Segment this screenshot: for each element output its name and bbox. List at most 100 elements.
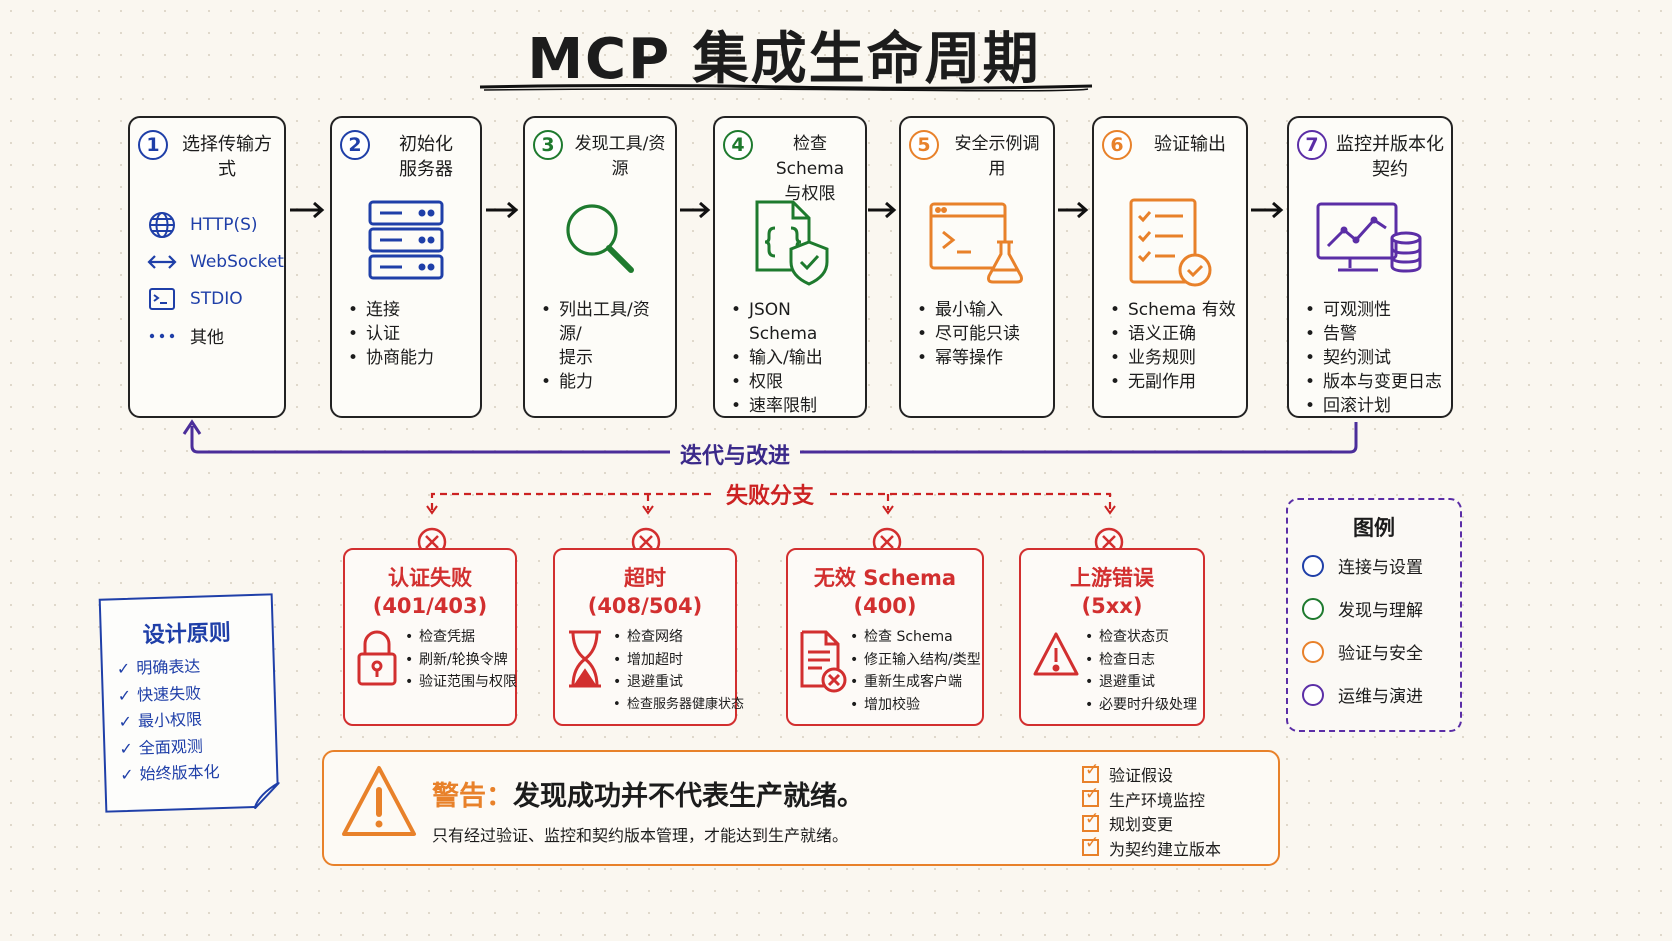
checkbox-checked-icon <box>1082 784 1099 808</box>
warning-headline-text: 发现成功并不代表生产就绪。 <box>513 781 864 812</box>
title-underline <box>479 84 1093 92</box>
list-item: 连接 <box>346 298 474 322</box>
warning-checklist: 验证假设 生产环境监控 规划变更 为契约建立版本 <box>1082 760 1222 860</box>
flow-arrow-icon <box>868 201 897 219</box>
check-label: 验证假设 <box>1109 766 1174 786</box>
failure-title: 超时 (408/504) <box>587 566 703 618</box>
principle-label: 最小权限 <box>137 709 203 731</box>
list-item: 检查状态页 <box>1085 626 1197 649</box>
step-7-number: 7 <box>1297 130 1327 160</box>
legend: 图例 连接与设置 发现与理解 验证与安全 运维与演进 <box>1286 498 1462 732</box>
list-item: 回滚计划 <box>1303 394 1445 418</box>
step-3-card: 3 发现工具/资源 列出工具/资源/ 提示 能力 <box>523 116 677 418</box>
check-label: 规划变更 <box>1109 815 1174 835</box>
step-6-bullets: Schema 有效 语义正确 业务规则 无副作用 <box>1108 298 1240 394</box>
failure-branch-label: 失败分支 <box>714 478 826 510</box>
design-principles-list: ✓明确表达 ✓快速失败 ✓最小权限 ✓全面观测 ✓始终版本化 <box>116 653 220 789</box>
legend-circle-icon <box>1302 597 1324 620</box>
page-title: MCP 集成生命周期 <box>527 27 1041 92</box>
flow-arrow-icon <box>1251 201 1284 219</box>
check-label: 生产环境监控 <box>1109 790 1206 810</box>
list-item: 认证 <box>346 322 474 346</box>
legend-title: 图例 <box>1353 516 1395 540</box>
list-item: 增加校验 <box>850 694 981 717</box>
step-5-number: 5 <box>909 130 939 160</box>
failure-title: 认证失败 (401/403) <box>372 566 488 618</box>
flow-arrow-icon <box>680 201 711 219</box>
step-4-number: 4 <box>723 130 753 160</box>
legend-circle-icon <box>1302 683 1324 706</box>
principle-label: 始终版本化 <box>139 762 220 784</box>
list-item: 规划变更 <box>1082 809 1221 836</box>
legend-label: 验证与安全 <box>1338 644 1423 664</box>
failure-invalid-schema-card: 无效 Schema (400) 检查 Schema 修正输入结构/类型 重新生成… <box>786 548 984 726</box>
list-item: 最小输入 <box>915 298 1047 322</box>
list-item: 协商能力 <box>346 346 474 370</box>
step-2-number: 2 <box>340 130 370 160</box>
list-item: 尽可能只读 <box>915 322 1047 346</box>
warning-panel: 警告：发现成功并不代表生产就绪。 只有经过验证、监控和契约版本管理，才能达到生产… <box>322 750 1280 866</box>
list-item: 无副作用 <box>1108 370 1240 394</box>
list-item: 检查网络 <box>613 626 744 649</box>
failure-bullets: 检查状态页 检查日志 退避重试 必要时升级处理 <box>1085 626 1197 716</box>
design-principles-card: 设计原则 ✓明确表达 ✓快速失败 ✓最小权限 ✓全面观测 ✓始终版本化 <box>98 593 281 813</box>
step-1-card: 1 选择传输方式 HTTP(S) WebSocket <box>128 116 286 418</box>
list-item: JSON Schema <box>729 298 859 346</box>
failure-title: 无效 Schema (400) <box>813 566 957 618</box>
failure-branch-lines <box>426 492 1116 515</box>
list-item: 退避重试 <box>1085 671 1197 694</box>
transport-item: STDIO <box>146 280 284 317</box>
legend-list: 连接与设置 发现与理解 验证与安全 运维与演进 <box>1302 544 1423 716</box>
check-label: 为契约建立版本 <box>1109 839 1222 859</box>
list-item: 输入/输出 <box>729 346 859 370</box>
legend-label: 运维与演进 <box>1338 687 1423 707</box>
design-principles-title: 设计原则 <box>142 620 232 649</box>
list-item: 可观测性 <box>1303 298 1445 322</box>
principle-label: 明确表达 <box>135 656 201 678</box>
legend-item: 运维与演进 <box>1302 673 1423 716</box>
monitor-database-icon <box>1289 198 1451 288</box>
legend-circle-icon <box>1302 554 1324 577</box>
list-item: 版本与变更日志 <box>1303 370 1445 394</box>
step-6-title: 验证输出 <box>1154 134 1226 155</box>
legend-item: 发现与理解 <box>1302 587 1423 630</box>
warning-prefix: 警告： <box>432 781 513 812</box>
list-item: 检查服务器健康状态 <box>613 694 744 717</box>
step-2-card: 2 初始化 服务器 连接 认证 协商能力 <box>330 116 482 418</box>
failure-upstream-card: 上游错误 (5xx) 检查状态页 检查日志 退避重试 必要时升级处理 <box>1019 548 1205 726</box>
list-item: 验证假设 <box>1082 760 1221 787</box>
checklist-icon <box>1094 198 1246 288</box>
list-item: 修正输入结构/类型 <box>850 649 981 672</box>
flow-arrow-icon <box>486 201 519 219</box>
list-item: 检查凭据 <box>405 626 517 649</box>
step-2-title: 初始化 服务器 <box>399 134 453 180</box>
principle-label: 快速失败 <box>136 683 202 705</box>
failure-auth-card: 认证失败 (401/403) 检查凭据 刷新/轮换令牌 验证范围与权限 <box>343 548 517 726</box>
checkbox-checked-icon <box>1082 760 1099 783</box>
magnifier-icon <box>525 198 675 288</box>
list-item: 列出工具/资源/ 提示 <box>539 298 669 370</box>
transport-label: WebSocket <box>190 251 284 272</box>
transport-item: WebSocket <box>146 243 284 280</box>
iteration-label: 迭代与改进 <box>670 438 800 470</box>
list-item: 检查 Schema <box>850 626 981 649</box>
page-curl-icon <box>253 782 281 809</box>
list-item: 重新生成客户端 <box>850 671 981 694</box>
list-item: 刷新/轮换令牌 <box>405 649 517 672</box>
failure-title: 上游错误 (5xx) <box>1070 566 1154 618</box>
list-item: Schema 有效 <box>1108 298 1240 322</box>
check-icon: ✓ <box>118 711 133 732</box>
step-3-bullets: 列出工具/资源/ 提示 能力 <box>539 298 669 394</box>
checkbox-checked-icon <box>1082 809 1099 832</box>
step-5-title: 安全示例调用 <box>954 134 1040 179</box>
legend-item: 验证与安全 <box>1302 630 1423 673</box>
ellipsis-icon <box>146 323 178 349</box>
warning-triangle-icon <box>342 766 416 836</box>
step-4-bullets: JSON Schema 输入/输出 权限 速率限制 <box>729 298 859 418</box>
step-1-number: 1 <box>138 130 168 160</box>
list-item: 权限 <box>729 370 859 394</box>
step-2-bullets: 连接 认证 协商能力 <box>346 298 474 370</box>
transport-list: HTTP(S) WebSocket STDIO 其他 <box>146 206 284 354</box>
list-item: 速率限制 <box>729 394 859 418</box>
list-item: 语义正确 <box>1108 322 1240 346</box>
